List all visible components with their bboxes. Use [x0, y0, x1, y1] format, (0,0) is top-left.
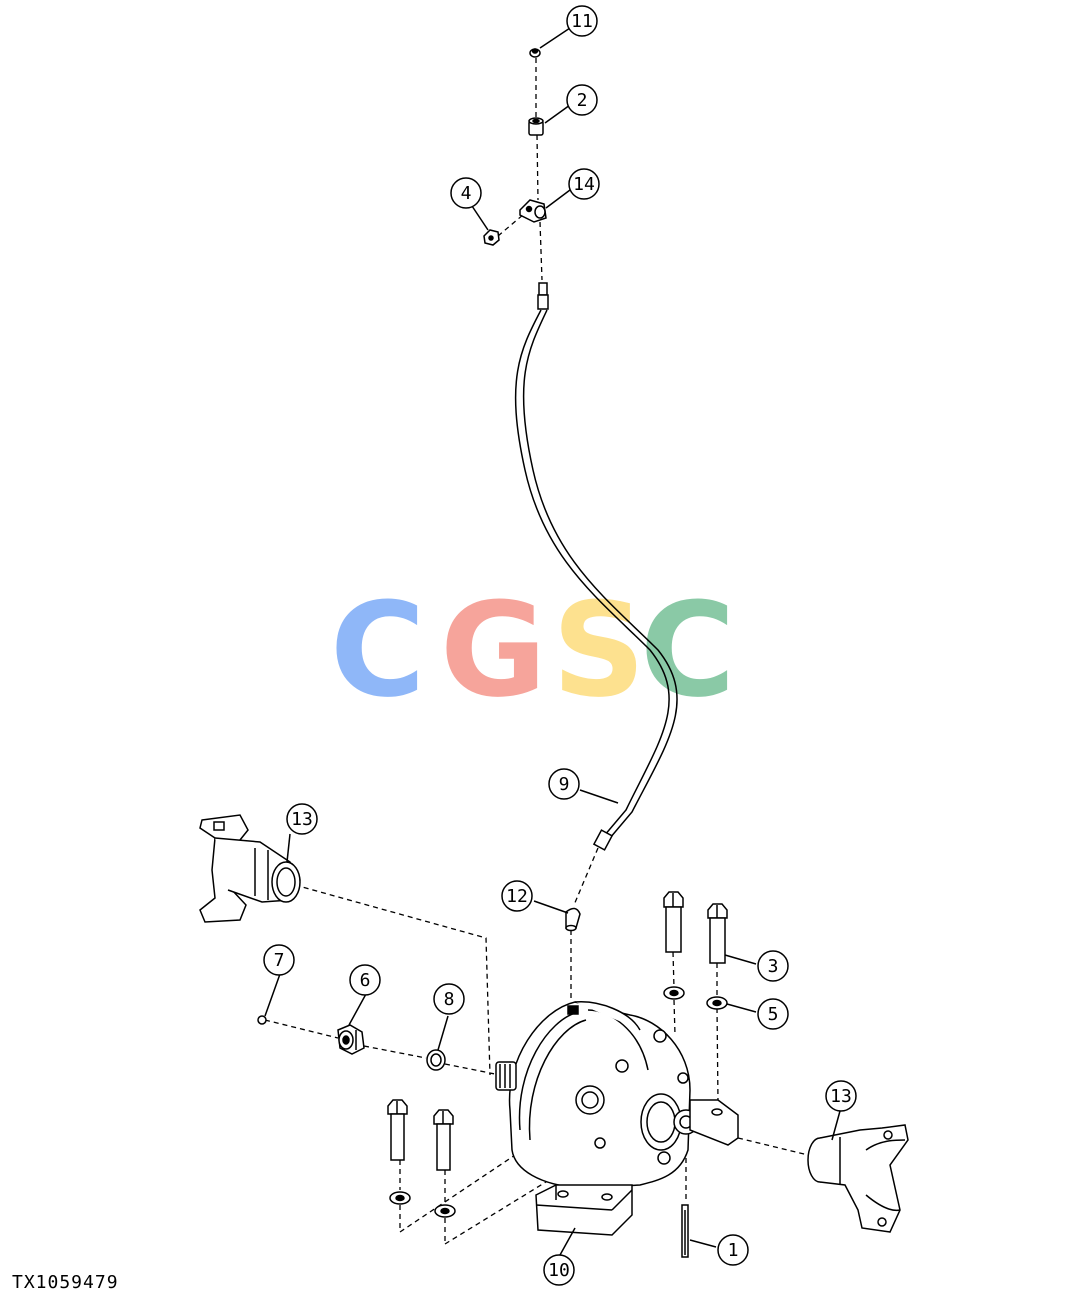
callout-9-label: 9	[559, 774, 570, 795]
callout-9: 9	[548, 768, 580, 800]
callout-13-right: 13	[825, 1080, 857, 1112]
part-13-yoke-right	[807, 1124, 909, 1233]
part-11-fitting-cap	[529, 48, 541, 58]
callout-13-right-label: 13	[830, 1086, 852, 1107]
gearbox-housing	[495, 1001, 699, 1189]
watermark-letter-4: C	[640, 574, 735, 726]
callout-11: 11	[566, 5, 598, 37]
part-1-pin	[681, 1204, 689, 1258]
callout-8: 8	[433, 983, 465, 1015]
callout-14: 14	[568, 168, 600, 200]
callout-1-label: 1	[728, 1240, 739, 1261]
callout-10-label: 10	[548, 1260, 570, 1281]
callout-leader-lines	[264, 27, 841, 1256]
part-8-seal-ring	[426, 1049, 446, 1071]
callout-6-label: 6	[360, 970, 371, 991]
callout-2: 2	[566, 84, 598, 116]
watermark-letter-2: G	[440, 574, 547, 726]
callout-5: 5	[757, 998, 789, 1030]
callout-13-left-label: 13	[291, 809, 313, 830]
part-13-yoke-left	[199, 814, 301, 923]
part-2-bushing	[528, 117, 544, 136]
callout-4-label: 4	[461, 183, 472, 204]
part-10-mount-bracket	[535, 1184, 633, 1236]
part-14-clamp	[519, 199, 547, 223]
part-9-hose	[514, 282, 678, 851]
callout-14-label: 14	[573, 174, 595, 195]
callout-3: 3	[757, 950, 789, 982]
callout-3-label: 3	[768, 956, 779, 977]
part-6-fitting	[337, 1024, 365, 1055]
watermark: C G S C	[330, 574, 735, 726]
callout-10: 10	[543, 1254, 575, 1286]
callout-5-label: 5	[768, 1004, 779, 1025]
watermark-letter-3: S	[552, 574, 646, 726]
callout-12: 12	[501, 880, 533, 912]
callout-11-label: 11	[571, 11, 593, 32]
callout-7: 7	[263, 944, 295, 976]
right-mount-tab	[689, 1099, 739, 1146]
callout-2-label: 2	[577, 90, 588, 111]
figure-reference-code: TX1059479	[12, 1272, 119, 1293]
part-12-elbow	[565, 907, 581, 932]
part-4-bolt	[483, 229, 500, 246]
callout-7-label: 7	[274, 950, 285, 971]
part-7-ball	[257, 1015, 267, 1025]
callout-6: 6	[349, 964, 381, 996]
part-5-washers	[389, 986, 728, 1218]
callout-13-left: 13	[286, 803, 318, 835]
callout-8-label: 8	[444, 989, 455, 1010]
callout-4: 4	[450, 177, 482, 209]
callout-1: 1	[717, 1234, 749, 1266]
part-3-bolts	[387, 891, 728, 1171]
callout-12-label: 12	[506, 886, 528, 907]
watermark-letter-1: C	[330, 574, 425, 726]
